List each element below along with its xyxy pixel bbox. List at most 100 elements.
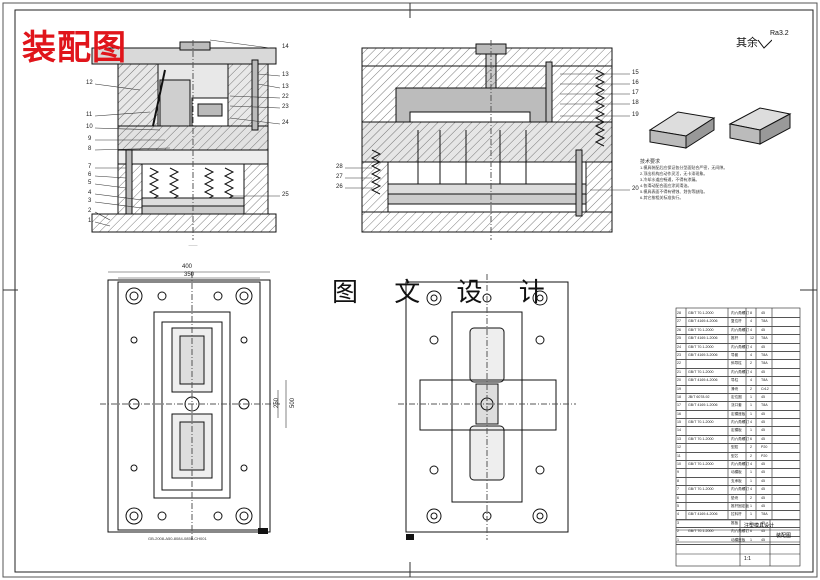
callout-label: 26	[336, 184, 343, 190]
bom-cell-std: JB/T 6078-92	[688, 394, 710, 399]
bom-cell-mat: T8A	[761, 403, 768, 408]
bom-cell-name: 动模座板	[731, 537, 746, 542]
callout-label: 8	[88, 146, 92, 152]
bom-cell-name: 内六角螺钉	[731, 327, 749, 332]
bom-cell-qty: 4	[750, 420, 752, 425]
bom-cell-name: 定位圈	[731, 394, 742, 399]
bom-cell-qty: 4	[750, 369, 752, 374]
bom-cell-no: 27	[677, 319, 681, 324]
bom-cell-no: 19	[677, 386, 681, 391]
note-line: 6.其它按相关标准执行。	[640, 195, 684, 200]
bom-cell-mat: 45	[761, 411, 765, 416]
callout-label: 11	[86, 112, 93, 118]
callout-label: 27	[336, 174, 343, 180]
right-plan-view	[398, 274, 576, 540]
bom-cell-name: 斜导柱	[731, 361, 742, 366]
callout-label: 3	[88, 198, 92, 204]
dim-total-width: 400	[182, 264, 193, 270]
bom-cell-no: 23	[677, 352, 681, 357]
roughness-icon	[757, 36, 773, 54]
bom-cell-mat: 45	[761, 503, 765, 508]
bom-cell-std: GB/T 70.1-2000	[688, 462, 714, 467]
bom-cell-qty: 1	[750, 428, 752, 433]
bom-cell-std: GB/T 70.1-2000	[688, 487, 714, 492]
bom-cell-no: 2	[677, 529, 679, 534]
part-caption: GB-2008-A50-8084-0850-CH001	[148, 536, 207, 541]
bom-cell-name: 内六角螺钉	[731, 487, 749, 492]
bom-cell-name: 型芯	[731, 453, 739, 458]
bom-cell-name: 导套	[731, 352, 739, 357]
bom-cell-no: 8	[677, 478, 679, 483]
note-line: 2.顶出机构应动作灵活，无卡滞现象。	[640, 171, 708, 176]
callout-label: 25	[282, 192, 289, 198]
bom-cell-mat: 45	[761, 327, 765, 332]
bom-cell-std	[687, 520, 730, 527]
bom-cell-name: 内六角螺钉	[731, 344, 749, 349]
bom-cell-mat: T8A	[761, 352, 768, 357]
bom-cell-mat: 45	[761, 487, 765, 492]
bom-cell-name: 导柱	[731, 378, 739, 383]
bom-cell-mat: T8A	[761, 336, 768, 341]
callout-label: 10	[86, 124, 93, 130]
bom-cell-mat: 45	[761, 344, 765, 349]
callout-label: 17	[632, 90, 639, 96]
bom-cell-mat: 45	[761, 436, 765, 441]
bom-cell-std	[687, 444, 730, 451]
bom-cell-qty: 1	[750, 503, 752, 508]
bom-cell-std: GB/T 70.1-2000	[688, 420, 714, 425]
note-line: 5.模具表面不得有锈蚀、划伤等缺陷。	[640, 189, 708, 194]
title-block-scale: 1:1	[744, 556, 751, 562]
bom-cell-no: 10	[677, 462, 681, 467]
bom-cell-mat: Cr12	[761, 386, 769, 391]
bom-cell-qty: 2	[750, 445, 752, 450]
bom-cell-no: 12	[677, 445, 681, 450]
callout-label: 12	[86, 80, 93, 86]
bom-cell-qty: 1	[750, 403, 752, 408]
callout-label: 24	[282, 120, 289, 126]
bom-cell-mat: 45	[761, 529, 765, 534]
callout-label: 20	[632, 186, 639, 192]
bom-cell-no: 22	[677, 361, 681, 366]
callout-label: 19	[632, 112, 639, 118]
bom-cell-no: 17	[677, 403, 681, 408]
bom-cell-std	[687, 503, 730, 510]
bom-cell-no: 13	[677, 436, 681, 441]
callout-label: 4	[88, 190, 92, 196]
bom-cell-mat: 45	[761, 495, 765, 500]
bom-cell-mat: 45	[761, 537, 765, 542]
bom-cell-std: GB/T 4169.4-2006	[688, 378, 718, 383]
bom-cell-mat: 45	[761, 311, 765, 315]
part-iso-views	[648, 107, 792, 149]
bom-cell-qty: 1	[750, 520, 752, 525]
bom-cell-no: 7	[677, 487, 679, 492]
bom-cell-qty: 1	[750, 512, 752, 517]
bom-cell-name: 内六角螺钉	[731, 420, 749, 425]
bom-cell-no: 28	[677, 311, 681, 315]
bom-cell-no: 14	[677, 428, 681, 433]
bom-cell-no: 24	[677, 344, 681, 349]
callout-label: 2	[88, 208, 92, 214]
bom-cell-name: 推板	[731, 520, 739, 525]
bom-cell-std	[687, 427, 730, 434]
bom-cell-no: 25	[677, 336, 681, 341]
bom-cell-qty: 2	[750, 386, 752, 391]
bom-cell-std: GB/T 70.1-2000	[688, 344, 714, 349]
bom-cell-no: 20	[677, 378, 681, 383]
